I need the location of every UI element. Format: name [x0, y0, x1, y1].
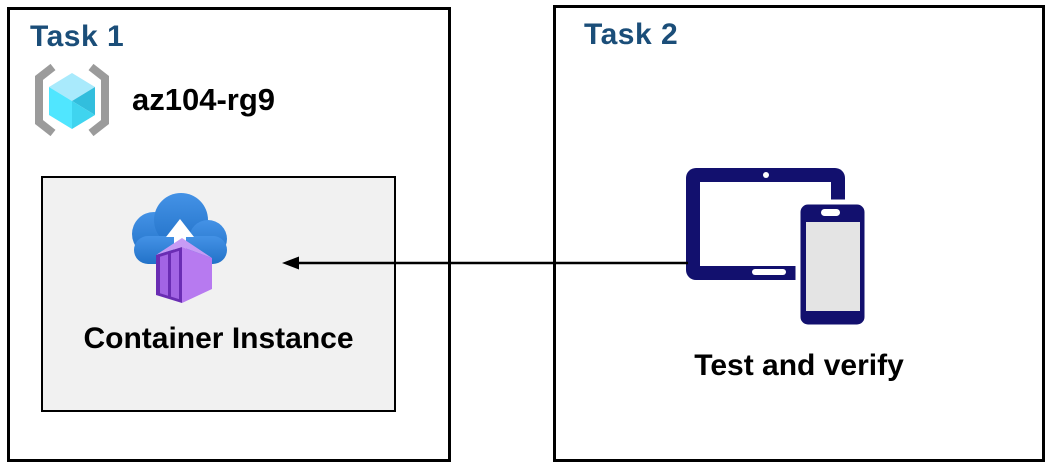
container-box-shape — [156, 238, 212, 303]
resource-group-icon — [35, 63, 109, 137]
test-verify-label: Test and verify — [694, 349, 904, 382]
tablet-and-phone-icon — [686, 168, 870, 330]
tablet-home-bar — [752, 269, 786, 275]
tablet-camera-dot — [763, 172, 769, 178]
task1-title: Task 1 — [30, 20, 125, 53]
task2-title: Task 2 — [584, 18, 679, 51]
resource-group-label: az104-rg9 — [132, 82, 276, 117]
phone-shape — [795, 199, 870, 330]
container-instance-icon — [132, 193, 227, 303]
resource-group-row: az104-rg9 — [28, 60, 275, 140]
container-instance-card: Container Instance — [41, 176, 396, 412]
task1-box: Task 1 az104-rg9 — [7, 7, 451, 462]
upload-arrow-icon — [166, 219, 194, 254]
container-instance-label: Container Instance — [83, 322, 354, 355]
task2-box: Task 2 Test and verify — [553, 5, 1045, 462]
phone-speaker-slot — [821, 209, 840, 216]
